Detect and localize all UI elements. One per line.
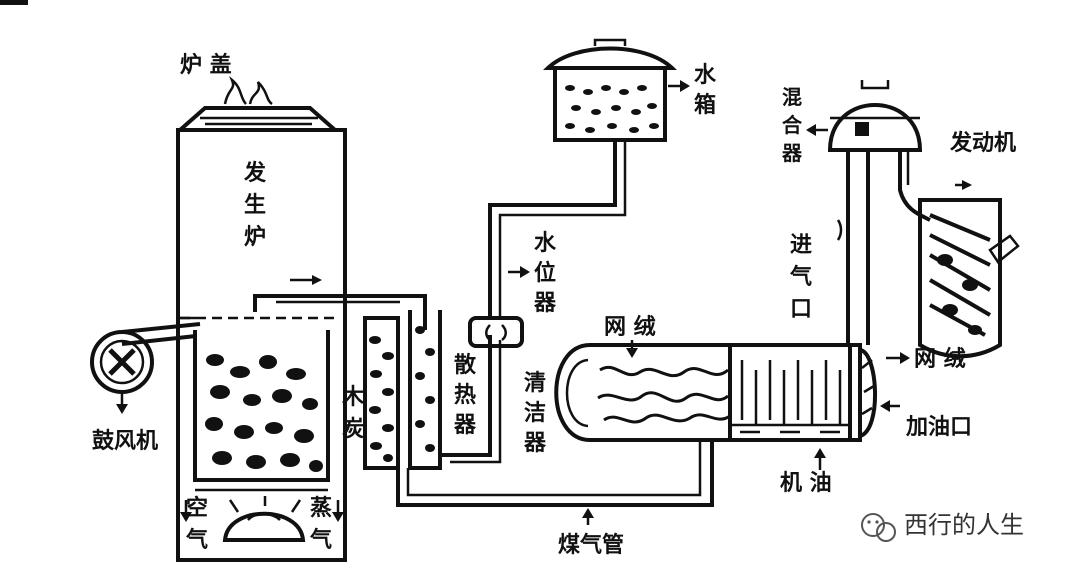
label-intake: 进 气 口: [789, 233, 812, 322]
svg-text:合: 合: [782, 113, 803, 137]
mixer: [806, 80, 923, 345]
svg-text:进: 进: [790, 233, 812, 258]
water-tank: [543, 38, 690, 142]
label-gas-pipe: 煤气管: [558, 532, 624, 558]
svg-text:水: 水: [694, 63, 717, 88]
svg-text:气: 气: [185, 527, 208, 553]
svg-text:器: 器: [533, 291, 557, 316]
svg-text:混: 混: [782, 85, 802, 109]
svg-text:气: 气: [309, 527, 332, 553]
label-furnace-lid: 炉 盖: [180, 52, 232, 78]
water-level-device: [468, 140, 627, 348]
svg-text:蒸: 蒸: [310, 496, 332, 521]
svg-text:发: 发: [243, 160, 267, 186]
svg-text:气: 气: [789, 264, 812, 290]
gas-pipe-upper: [180, 275, 427, 330]
wechat-icon: [861, 513, 896, 542]
svg-text:热: 热: [454, 382, 476, 408]
label-engine: 发动机: [949, 130, 1016, 156]
gas-pipe-lower: [396, 440, 714, 525]
radiator: [408, 310, 502, 470]
label-generator: 发 生 炉: [243, 160, 267, 250]
label-water-level: 水 位 器: [533, 231, 557, 316]
svg-text:洁: 洁: [524, 401, 546, 426]
svg-text:箱: 箱: [694, 92, 716, 118]
corner-mark: [0, 0, 28, 5]
charcoal-filter: [363, 316, 400, 470]
label-engine-oil: 机 油: [780, 471, 832, 496]
label-charcoal: 木 炭: [341, 385, 365, 442]
label-mixer: 混 合 器: [781, 85, 803, 165]
label-mesh-top: 网 绒: [604, 314, 656, 340]
label-oil-inlet: 加油口: [905, 415, 972, 440]
label-mesh-right: 网 绒: [914, 346, 966, 372]
label-blower: 鼓风机: [92, 429, 158, 454]
svg-text:水: 水: [534, 231, 557, 256]
label-cleaner: 清 洁 器: [523, 370, 547, 456]
watermark-text: 西行的人生: [904, 511, 1024, 539]
watermark: 西行的人生: [861, 511, 1024, 542]
svg-text:木: 木: [341, 385, 365, 410]
svg-text:空: 空: [186, 495, 208, 521]
label-radiator: 散 热 器: [453, 353, 477, 438]
blower: [90, 322, 201, 414]
svg-text:炭: 炭: [342, 416, 364, 442]
engine: [898, 150, 1020, 359]
label-air: 空 气: [185, 495, 208, 553]
svg-text:散: 散: [454, 353, 477, 378]
svg-text:清: 清: [524, 370, 546, 396]
svg-text:器: 器: [453, 413, 477, 438]
svg-text:炉: 炉: [244, 225, 266, 250]
svg-text:器: 器: [523, 431, 547, 456]
generator-furnace: [176, 76, 347, 562]
svg-text:器: 器: [781, 141, 803, 165]
label-water-tank: 水 箱: [694, 63, 717, 118]
svg-text:位: 位: [534, 260, 556, 286]
label-steam: 蒸 气: [309, 496, 332, 553]
svg-text:口: 口: [790, 297, 812, 322]
cleaner-cylinder: [554, 340, 910, 470]
svg-text:生: 生: [244, 193, 266, 218]
